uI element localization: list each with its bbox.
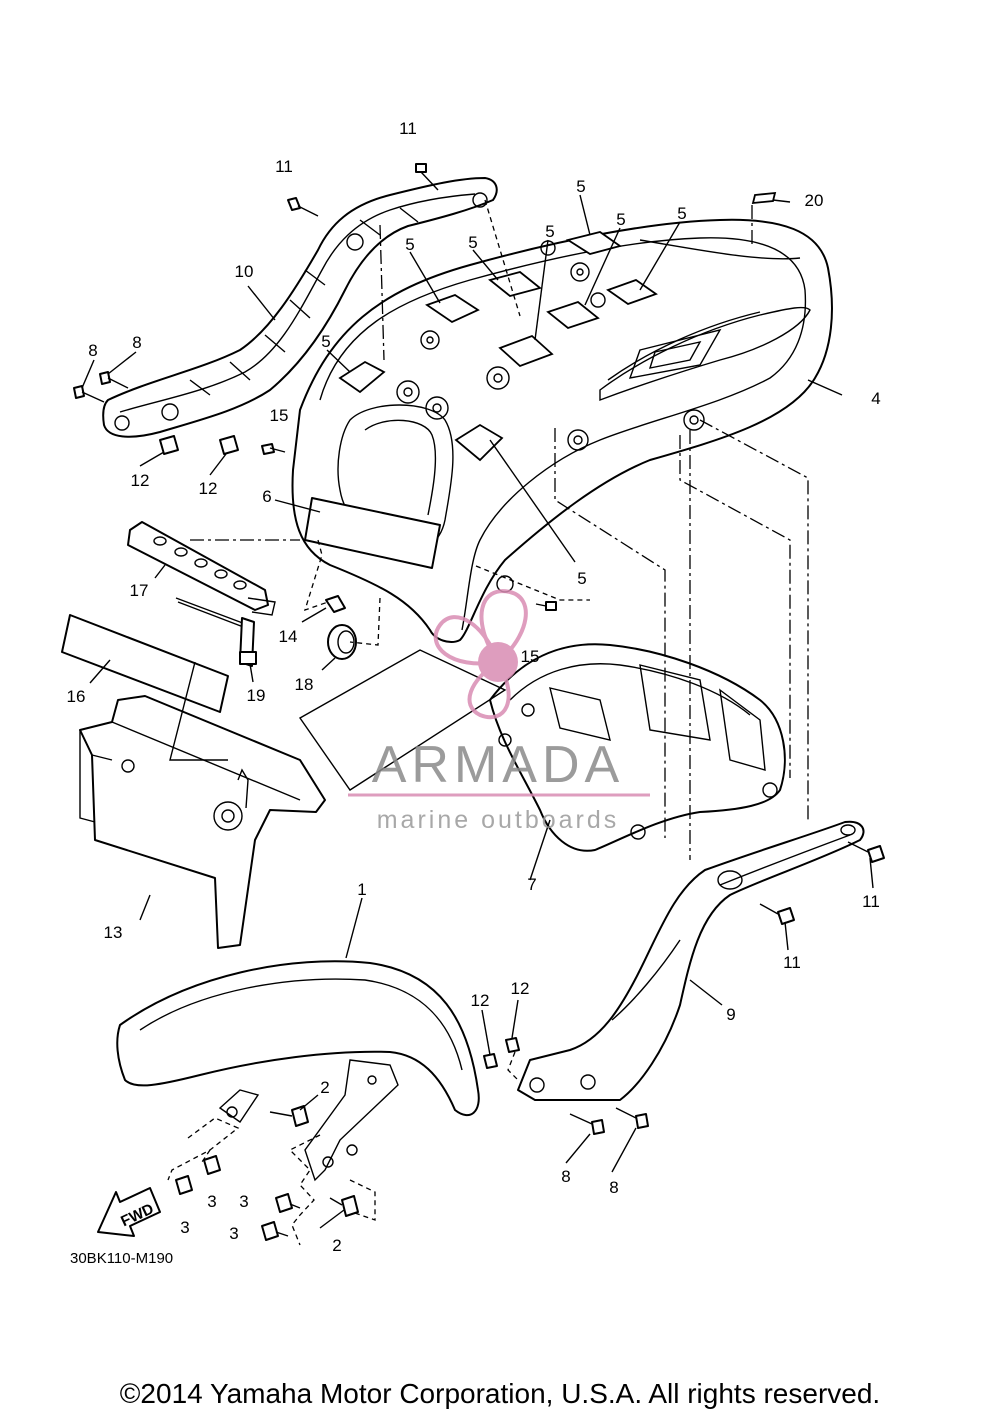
callout-3-c: 3 bbox=[239, 1192, 248, 1211]
rubber-pads-part-5[interactable] bbox=[338, 191, 777, 462]
side-bracket-part-9[interactable] bbox=[517, 820, 865, 1101]
callout-11-c: 11 bbox=[862, 892, 880, 911]
callout-5-d: 5 bbox=[545, 222, 554, 241]
callout-3-d: 3 bbox=[229, 1224, 238, 1243]
bracket-part-17[interactable] bbox=[127, 521, 276, 616]
callout-17: 17 bbox=[130, 581, 149, 600]
inner-fender-part-7[interactable] bbox=[489, 643, 786, 852]
callout-7: 7 bbox=[527, 875, 536, 894]
copyright-notice: ©2014 Yamaha Motor Corporation, U.S.A. A… bbox=[119, 1378, 881, 1409]
reflector-part-6[interactable] bbox=[304, 497, 441, 569]
watermark-tagline: marine outboards bbox=[377, 806, 620, 834]
callout-numbers: 1 2 2 3 3 3 3 4 5 5 5 5 5 5 5 5 6 7 8 8 … bbox=[67, 119, 881, 1255]
callout-18: 18 bbox=[295, 675, 314, 694]
callout-11-a: 11 bbox=[399, 119, 417, 138]
callout-14: 14 bbox=[279, 627, 298, 646]
callout-2-top: 2 bbox=[320, 1078, 329, 1097]
callout-1: 1 bbox=[357, 880, 366, 899]
callout-12-c: 12 bbox=[471, 991, 490, 1010]
grab-bar-part-10[interactable] bbox=[102, 177, 498, 438]
grommet-part-14[interactable] bbox=[325, 595, 346, 613]
assembly-lines bbox=[167, 199, 809, 1246]
callout-15-b: 15 bbox=[521, 647, 540, 666]
callout-5-a: 5 bbox=[576, 177, 585, 196]
callout-12-d: 12 bbox=[511, 979, 530, 998]
callout-10: 10 bbox=[235, 262, 254, 281]
callout-16: 16 bbox=[67, 687, 86, 706]
callout-8-c: 8 bbox=[561, 1167, 570, 1186]
callout-20: 20 bbox=[805, 191, 824, 210]
callout-5-c: 5 bbox=[677, 204, 686, 223]
callout-4: 4 bbox=[871, 389, 880, 408]
watermark-brand: ARMADA bbox=[372, 736, 624, 794]
callout-8-a: 8 bbox=[88, 341, 97, 360]
diagram-code: 30BK110-M190 bbox=[70, 1250, 173, 1267]
front-fender-part-1[interactable] bbox=[116, 960, 480, 1182]
propeller-logo-icon bbox=[433, 589, 528, 719]
callout-12-a: 12 bbox=[131, 471, 150, 490]
callout-6: 6 bbox=[262, 487, 271, 506]
callout-3-a: 3 bbox=[207, 1192, 216, 1211]
callout-9: 9 bbox=[726, 1005, 735, 1024]
callout-3-b: 3 bbox=[180, 1218, 189, 1237]
cable-tie-part-19[interactable] bbox=[175, 597, 257, 667]
callout-11-b: 11 bbox=[275, 157, 293, 176]
callout-5-e: 5 bbox=[468, 233, 477, 252]
license-bracket-part-13[interactable] bbox=[79, 695, 326, 949]
callout-12-b: 12 bbox=[199, 479, 218, 498]
armada-watermark: ARMADA marine outboards bbox=[348, 589, 650, 834]
fwd-arrow-icon: FWD bbox=[97, 1187, 161, 1237]
callout-5-b: 5 bbox=[616, 210, 625, 229]
grommet-part-18[interactable] bbox=[327, 624, 357, 660]
callout-13: 13 bbox=[104, 923, 123, 942]
leader-lines bbox=[81, 194, 874, 1229]
callout-5-g: 5 bbox=[321, 332, 330, 351]
callout-8-b: 8 bbox=[132, 333, 141, 352]
callout-19: 19 bbox=[247, 686, 266, 705]
reflector-part-16[interactable] bbox=[61, 614, 229, 713]
rear-fender-part-4[interactable] bbox=[291, 205, 833, 643]
callout-8-d: 8 bbox=[609, 1178, 618, 1197]
callout-15-a: 15 bbox=[270, 406, 289, 425]
callout-11-d: 11 bbox=[783, 953, 801, 972]
callout-5-h: 5 bbox=[577, 569, 586, 588]
callout-2-bottom: 2 bbox=[332, 1236, 341, 1255]
callout-5-f: 5 bbox=[405, 235, 414, 254]
